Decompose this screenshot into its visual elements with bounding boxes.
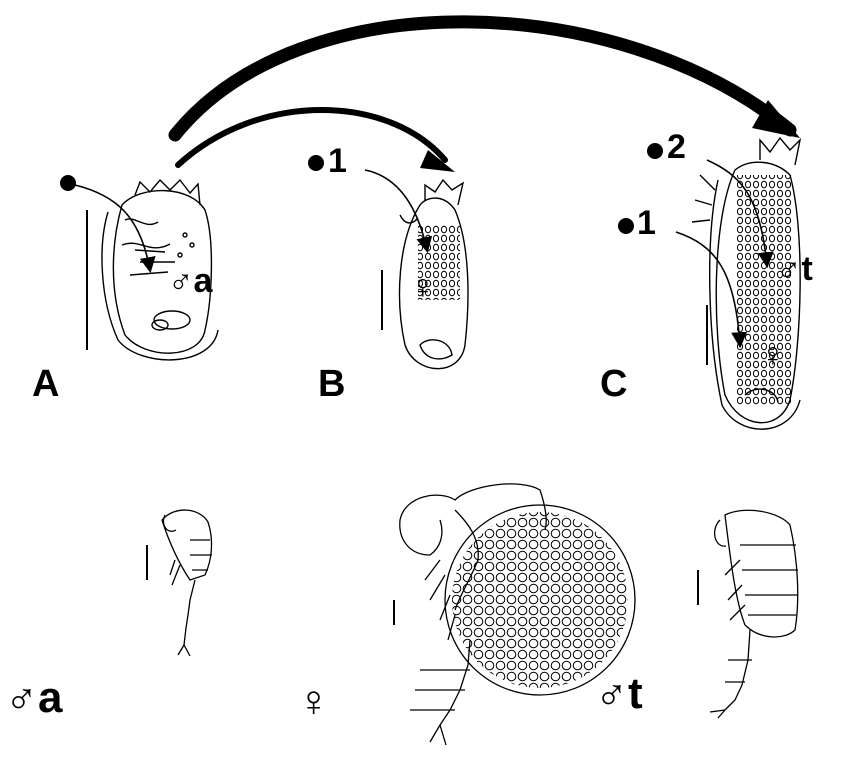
panel-b-marker-1: 1 bbox=[328, 144, 347, 178]
panel-c-dot-1 bbox=[618, 218, 634, 234]
male-a-label: ♂a bbox=[5, 676, 62, 720]
panel-c-letter: C bbox=[600, 365, 627, 403]
panel-c-female-symbol: ♀ bbox=[760, 338, 786, 372]
panel-c-marker-1: 1 bbox=[637, 206, 656, 240]
panel-b-letter: B bbox=[318, 365, 345, 403]
panel-c-marker-2: 2 bbox=[667, 130, 686, 164]
panel-a-letter: A bbox=[32, 365, 59, 403]
male-a-copepod bbox=[147, 510, 212, 656]
panel-b-dot bbox=[308, 155, 324, 171]
male-t-label: ♂t bbox=[595, 672, 643, 716]
panel-a-dot bbox=[60, 175, 76, 191]
panel-c-dot-2 bbox=[647, 143, 663, 159]
female-label: ♀ bbox=[297, 680, 330, 724]
panel-a-male-a-symbol: ♂a bbox=[168, 264, 212, 298]
panel-b-female-symbol: ♀ bbox=[410, 270, 436, 304]
panel-c-male-t-symbol: ♂t bbox=[776, 252, 813, 286]
male-t-copepod bbox=[698, 510, 798, 718]
